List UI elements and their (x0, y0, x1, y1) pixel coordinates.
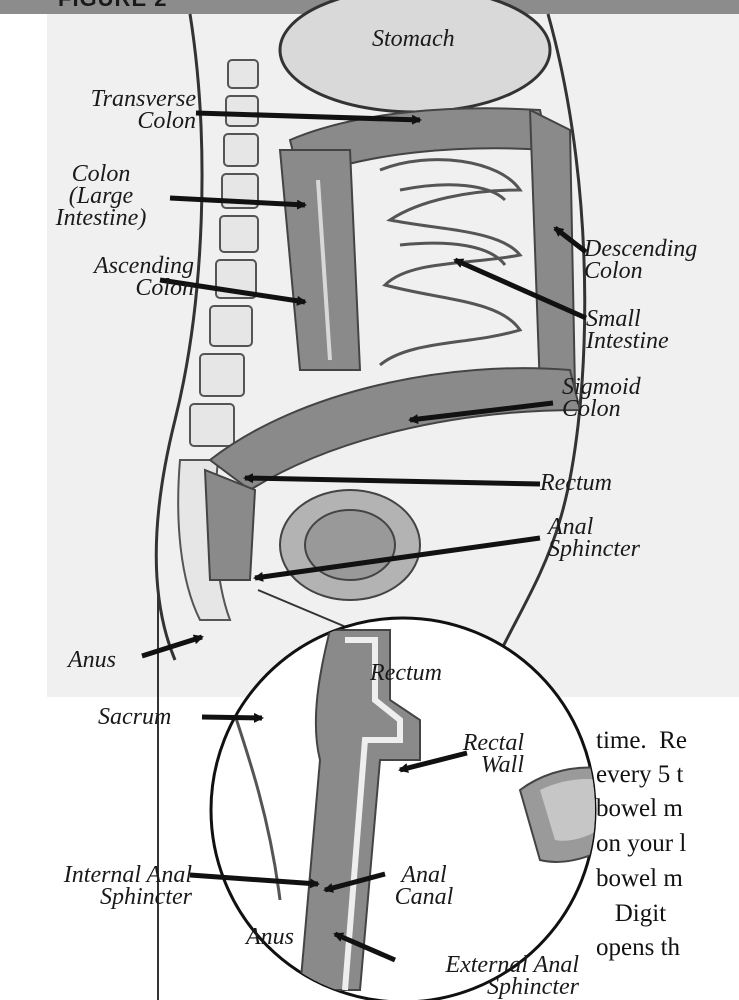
label-ascending-colon: Ascending Colon (46, 255, 194, 299)
label-rectum: Rectum (540, 472, 612, 494)
body-text-line-2: every 5 t (596, 757, 683, 793)
label-small-intestine: Small Intestine (586, 308, 669, 352)
inset-label-external-anal-sphincter: External Anal Sphincter (395, 954, 579, 998)
inset-label-anus: Anus (246, 926, 294, 948)
body-text-line-5: bowel m (596, 861, 683, 897)
body-text-line-7: opens th (596, 930, 680, 966)
body-text-line-1: time. Re (596, 723, 687, 759)
label-transverse-colon: Transverse Colon (48, 88, 196, 132)
label-stomach: Stomach (372, 28, 455, 50)
inset-label-internal-anal-sphincter: Internal Anal Sphincter (8, 864, 192, 908)
label-descending-colon: Descending Colon (584, 238, 697, 282)
stomach-shape (280, 0, 550, 112)
body-text-line-6: Digit (596, 896, 666, 932)
inset-label-sacrum: Sacrum (98, 706, 171, 728)
label-anal-sphincter: Anal Sphincter (548, 516, 640, 560)
small-intestine-loops (380, 160, 520, 365)
body-text-line-3: bowel m (596, 791, 683, 827)
inset-label-rectum: Rectum (370, 662, 442, 684)
label-anus: Anus (68, 649, 116, 671)
inset-label-rectal-wall: Rectal Wall (400, 732, 524, 776)
inset-label-anal-canal: Anal Canal (382, 864, 466, 908)
body-text-line-4: on your l (596, 826, 686, 862)
label-colon-large-intestine: Colon (Large Intestine) (22, 163, 180, 229)
label-sigmoid-colon: Sigmoid Colon (562, 376, 641, 420)
